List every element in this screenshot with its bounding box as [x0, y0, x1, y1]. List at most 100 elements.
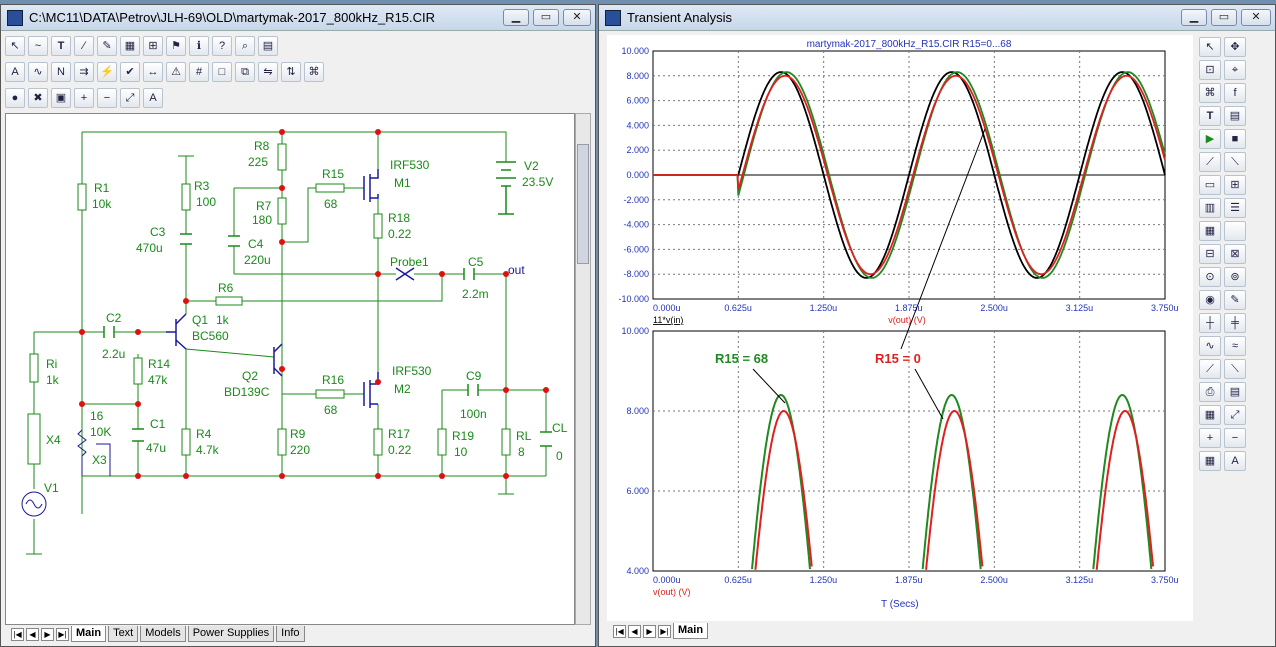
last-page-icon[interactable]: ▶| — [56, 627, 69, 641]
scale-icon[interactable]: ⊡ — [1199, 60, 1221, 80]
cursor-icon[interactable]: ⌖ — [1224, 60, 1246, 80]
flag-icon[interactable]: ⚑ — [166, 36, 186, 56]
doc-icon[interactable]: ▤ — [1224, 382, 1246, 402]
zoom-fit-icon[interactable]: ⤢ — [1224, 405, 1246, 425]
graph-icon[interactable]: ⌘ — [1199, 83, 1221, 103]
current-icon[interactable]: ⇉ — [74, 62, 94, 82]
scroll-thumb[interactable] — [577, 144, 589, 264]
list-icon[interactable]: ☰ — [1224, 198, 1246, 218]
find-icon[interactable]: ⌕ — [235, 36, 255, 56]
help-icon[interactable]: ? — [212, 36, 232, 56]
text-icon[interactable]: T — [51, 36, 71, 56]
line-icon[interactable]: ∕ — [74, 36, 94, 56]
stop-icon[interactable]: ✖ — [28, 88, 48, 108]
grid-icon[interactable]: ⊞ — [143, 36, 163, 56]
bars-icon[interactable]: ▥ — [1199, 198, 1221, 218]
tab-main[interactable]: Main — [71, 626, 107, 642]
next-page-icon[interactable]: ▶ — [41, 627, 54, 641]
minimize-button[interactable]: ▁ — [503, 9, 529, 26]
calendar-icon[interactable]: ▦ — [1199, 405, 1221, 425]
grid-toggle-icon[interactable]: # — [189, 62, 209, 82]
zoom-out-icon[interactable]: − — [97, 88, 117, 108]
tab-models[interactable]: Models — [140, 626, 186, 642]
node-numbers-icon[interactable]: A — [5, 62, 25, 82]
blank-icon[interactable] — [1224, 221, 1246, 241]
prev-page-icon[interactable]: ◀ — [628, 624, 641, 638]
wire-icon[interactable]: ~ — [28, 36, 48, 56]
cross-icon[interactable]: ⊠ — [1224, 244, 1246, 264]
prev-page-icon[interactable]: ◀ — [26, 627, 39, 641]
copy-icon[interactable]: ⧉ — [235, 62, 255, 82]
tab-info[interactable]: Info — [276, 626, 305, 642]
pen-icon[interactable]: ✎ — [97, 36, 117, 56]
tab-power-supplies[interactable]: Power Supplies — [187, 626, 275, 642]
select-icon[interactable]: ↖ — [5, 36, 25, 56]
next-page-icon[interactable]: ▶ — [643, 624, 656, 638]
power-icon[interactable]: ⚡ — [97, 62, 117, 82]
tab-text[interactable]: Text — [108, 626, 139, 642]
page-icon[interactable]: ▤ — [258, 36, 278, 56]
tag-icon[interactable]: ▤ — [1224, 106, 1246, 126]
edit-icon[interactable]: ✎ — [1224, 290, 1246, 310]
tab-main[interactable]: Main — [673, 623, 709, 639]
font-icon[interactable]: A — [1224, 451, 1246, 471]
minimize-button[interactable]: ▁ — [1181, 9, 1207, 26]
slope2-icon[interactable]: ⟍ — [1224, 359, 1246, 379]
marker1-icon[interactable]: ┼ — [1199, 313, 1221, 333]
close-button[interactable]: ✕ — [563, 9, 591, 26]
run-icon[interactable]: ● — [5, 88, 25, 108]
annotation-leader — [914, 368, 944, 420]
play-icon[interactable]: ▶ — [1199, 129, 1221, 149]
zoom-in-icon[interactable]: + — [74, 88, 94, 108]
grid-icon[interactable]: ⊞ — [1224, 175, 1246, 195]
probe2-icon[interactable]: ⊚ — [1224, 267, 1246, 287]
schematic-canvas[interactable]: R1 10k R3 100 R8 225 R7 180 R15 68 IRF53… — [5, 113, 575, 625]
fx-icon[interactable]: f — [1224, 83, 1246, 103]
zoom-in-icon[interactable]: + — [1199, 428, 1221, 448]
first-page-icon[interactable]: |◀ — [11, 627, 24, 641]
select-icon[interactable]: ↖ — [1199, 37, 1221, 57]
flip-icon[interactable]: ⇅ — [281, 62, 301, 82]
schematic-titlebar[interactable]: C:\MC11\DATA\Petrov\JLH-69\OLD\martymak-… — [1, 5, 595, 31]
pin-icon[interactable]: ↔ — [143, 62, 163, 82]
wave2-icon[interactable]: ≈ — [1224, 336, 1246, 356]
sphere-icon[interactable]: ◉ — [1199, 290, 1221, 310]
warning-icon[interactable]: ⚠ — [166, 62, 186, 82]
page-setup-icon[interactable]: □ — [212, 62, 232, 82]
waveform-icon[interactable]: ∿ — [28, 62, 48, 82]
zoom-out-icon[interactable]: − — [1224, 428, 1246, 448]
zoom-fit-icon[interactable]: ⤢ — [120, 88, 140, 108]
wave-icon[interactable]: ∿ — [1199, 336, 1221, 356]
peak-icon[interactable]: ⟋ — [1199, 152, 1221, 172]
node-voltage-icon[interactable]: N — [51, 62, 71, 82]
mirror-icon[interactable]: ⇋ — [258, 62, 278, 82]
layers-icon[interactable]: ▣ — [51, 88, 71, 108]
columns-icon[interactable]: ▦ — [1199, 221, 1221, 241]
component-icon[interactable]: ▦ — [120, 36, 140, 56]
y-tick-label: -2.000 — [623, 195, 649, 205]
layout-icon[interactable]: ▦ — [1199, 451, 1221, 471]
pause-icon[interactable]: ■ — [1224, 129, 1246, 149]
info-icon[interactable]: ℹ — [189, 36, 209, 56]
schematic-window: C:\MC11\DATA\Petrov\JLH-69\OLD\martymak-… — [0, 4, 596, 647]
check-icon[interactable]: ✔ — [120, 62, 140, 82]
print-icon[interactable]: ⎙ — [1199, 382, 1221, 402]
maximize-button[interactable]: ▭ — [533, 9, 559, 26]
marker2-icon[interactable]: ╪ — [1224, 313, 1246, 333]
slope-icon[interactable]: ⟋ — [1199, 359, 1221, 379]
text-icon[interactable]: T — [1199, 106, 1221, 126]
frame-icon[interactable]: ▭ — [1199, 175, 1221, 195]
pan-icon[interactable]: ✥ — [1224, 37, 1246, 57]
vertical-scrollbar[interactable] — [575, 113, 591, 625]
last-page-icon[interactable]: ▶| — [658, 624, 671, 638]
font-icon[interactable]: A — [143, 88, 163, 108]
split-icon[interactable]: ⊟ — [1199, 244, 1221, 264]
close-button[interactable]: ✕ — [1241, 9, 1271, 26]
valley-icon[interactable]: ⟍ — [1224, 152, 1246, 172]
maximize-button[interactable]: ▭ — [1211, 9, 1237, 26]
first-page-icon[interactable]: |◀ — [613, 624, 626, 638]
probe-icon[interactable]: ⊙ — [1199, 267, 1221, 287]
binoculars-icon[interactable]: ⌘ — [304, 62, 324, 82]
analysis-titlebar[interactable]: Transient Analysis ▁ ▭ ✕ — [599, 5, 1275, 31]
